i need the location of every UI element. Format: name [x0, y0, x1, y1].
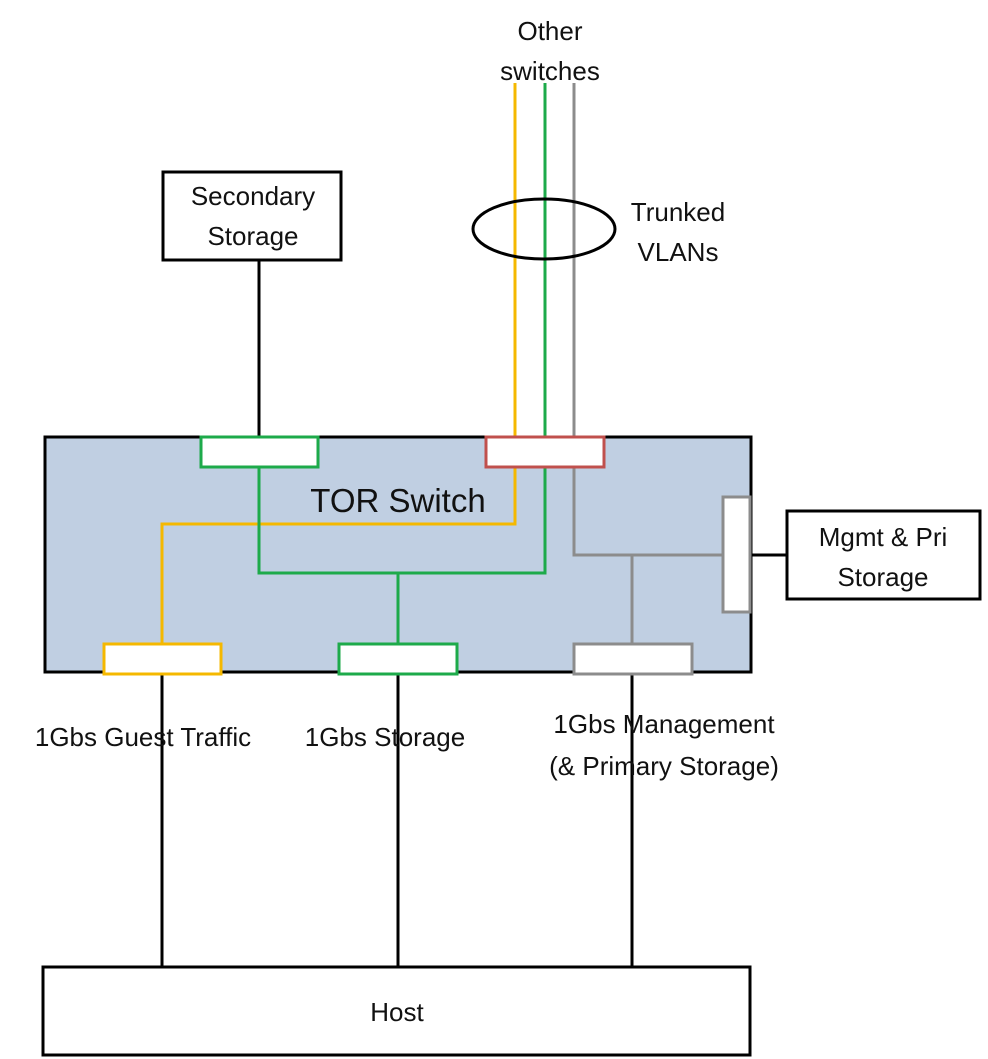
trunked-vlans-label-line2: VLANs — [638, 237, 719, 267]
mgmt-pri-storage-label-line1: Mgmt & Pri — [819, 522, 948, 552]
management-net-label-line2: (& Primary Storage) — [549, 751, 779, 781]
management-vlan-lines — [572, 83, 723, 644]
mgmt-storage-port — [721, 495, 752, 614]
management-net-label-line1: 1Gbs Management — [553, 709, 775, 739]
other-switches-label-line2: switches — [500, 56, 600, 86]
guest-traffic-label: 1Gbs Guest Traffic — [35, 722, 251, 752]
other-switches-label-line1: Other — [517, 16, 582, 46]
guest-internal-path — [160, 467, 517, 645]
guest-vlan-lines — [160, 83, 517, 645]
host-box — [41, 965, 752, 1057]
mgmt-pri-storage-box — [785, 509, 982, 601]
black-links — [160, 260, 787, 967]
storage-port — [337, 642, 459, 676]
host-label: Host — [370, 997, 424, 1027]
tor-switch-label: TOR Switch — [310, 482, 485, 519]
management-internal-path — [572, 467, 723, 557]
secondary-storage-box — [161, 170, 343, 262]
mgmt-pri-storage-label-line2: Storage — [837, 562, 928, 592]
secondary-storage-port — [199, 435, 320, 469]
guest-traffic-port — [102, 642, 223, 676]
storage-net-label: 1Gbs Storage — [305, 722, 465, 752]
secondary-storage-label-line2: Storage — [207, 221, 298, 251]
trunked-vlans-ellipse — [471, 197, 617, 261]
trunk-port — [484, 435, 606, 469]
trunked-vlans-label-line1: Trunked — [631, 197, 725, 227]
management-port — [572, 642, 694, 676]
secondary-storage-label-line1: Secondary — [191, 181, 315, 211]
storage-internal-path — [257, 467, 547, 575]
